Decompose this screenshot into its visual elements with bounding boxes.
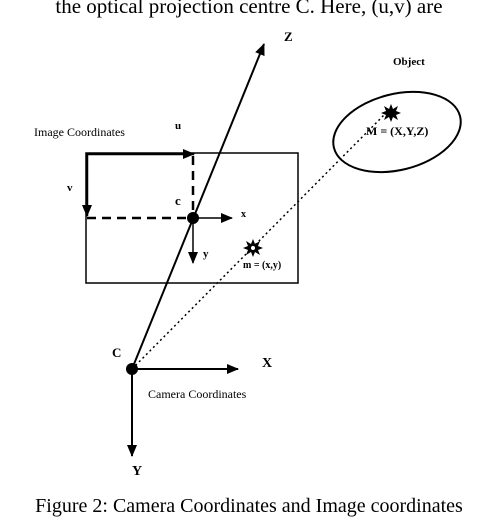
label-X: X <box>262 356 272 371</box>
camera-center-dot <box>126 363 138 375</box>
label-world-point: M = (X,Y,Z) <box>366 124 428 138</box>
label-image-point: m = (x,y) <box>243 260 281 271</box>
label-image-coordinates: Image Coordinates <box>34 125 125 139</box>
label-Z: Z <box>284 29 293 44</box>
principal-point-dot <box>187 212 199 224</box>
label-Y: Y <box>132 464 142 479</box>
image-point-star-center <box>251 246 255 250</box>
label-u: u <box>175 120 181 132</box>
top-text-line: the optical projection centre C. Here, (… <box>55 0 442 18</box>
label-C: C <box>112 345 121 360</box>
object-ellipse <box>332 90 462 174</box>
label-camera-coordinates: Camera Coordinates <box>148 387 247 401</box>
label-c: c <box>175 193 181 208</box>
label-x: x <box>241 209 246 220</box>
figure-caption: Figure 2: Camera Coordinates and Image c… <box>35 495 463 517</box>
label-object: Object <box>393 56 425 68</box>
world-point-star-icon <box>381 104 401 122</box>
label-v: v <box>67 182 73 194</box>
label-y: y <box>203 248 209 260</box>
optical-axis-line <box>131 43 265 370</box>
